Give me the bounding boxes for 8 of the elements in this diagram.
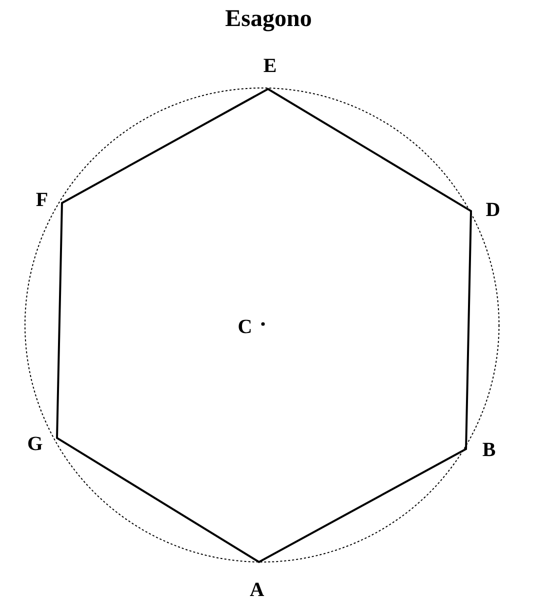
- vertex-label: G: [27, 434, 43, 454]
- vertex-label: D: [486, 200, 500, 220]
- title: Esagono: [224, 6, 313, 33]
- vertex-label: C: [238, 317, 252, 337]
- vertex-label: F: [36, 190, 48, 210]
- vertex-label: B: [482, 440, 496, 460]
- vertex-label: A: [250, 580, 264, 600]
- vertex-label: E: [263, 56, 277, 76]
